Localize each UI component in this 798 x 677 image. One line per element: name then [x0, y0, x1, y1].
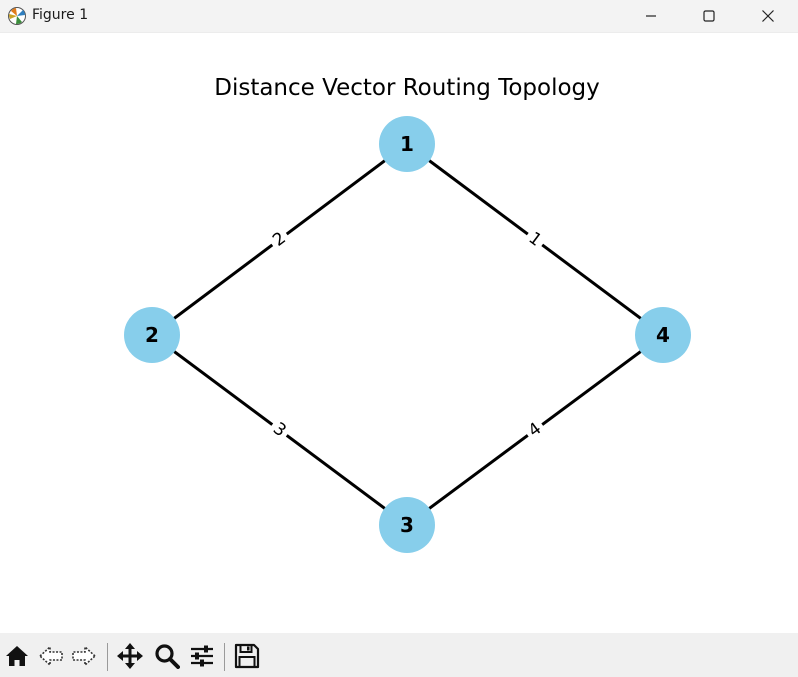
node-3 — [379, 497, 435, 553]
nodes-layer: 1 2 3 4 — [124, 116, 691, 553]
node-1 — [379, 116, 435, 172]
plot-title: Distance Vector Routing Topology — [214, 75, 600, 101]
zoom-magnifier-icon — [155, 644, 180, 669]
back-button[interactable] — [36, 641, 66, 671]
configure-subplots-button[interactable] — [187, 641, 217, 671]
navigation-toolbar — [0, 633, 798, 677]
minimize-button[interactable] — [628, 0, 674, 32]
pan-button[interactable] — [115, 641, 145, 671]
home-icon — [6, 646, 28, 666]
edge-labels-layer: 2 1 3 4 — [265, 225, 549, 445]
forward-button[interactable] — [69, 641, 99, 671]
configure-subplots-icon — [191, 645, 213, 667]
close-button[interactable] — [745, 0, 791, 32]
save-button[interactable] — [232, 641, 262, 671]
home-button[interactable] — [2, 641, 32, 671]
edge-label-background — [265, 415, 294, 445]
matplotlib-logo-icon — [7, 6, 27, 26]
zoom-button[interactable] — [152, 641, 182, 671]
edge-label-background — [265, 225, 294, 254]
node-label-4: 4 — [656, 323, 670, 347]
edge-label-background — [521, 415, 549, 445]
close-icon — [762, 10, 774, 22]
node-label-3: 3 — [400, 513, 414, 537]
node-4 — [635, 307, 691, 363]
back-arrow-icon — [38, 645, 63, 667]
edge-weight-label: 1 — [521, 225, 549, 254]
window-titlebar: Figure 1 — [0, 0, 798, 33]
node-2 — [124, 307, 180, 363]
save-floppy-icon — [234, 643, 260, 669]
edges-layer — [151, 142, 664, 527]
toolbar-separator — [224, 643, 225, 671]
window-title: Figure 1 — [32, 7, 89, 23]
maximize-button[interactable] — [686, 0, 732, 32]
edge-weight-label: 4 — [521, 415, 549, 445]
node-label-1: 1 — [400, 132, 414, 156]
edge-weight-label: 2 — [265, 225, 294, 254]
edge-label-background — [521, 225, 549, 254]
forward-arrow-icon — [72, 645, 97, 667]
minimize-icon — [646, 15, 656, 17]
edge-weight-label: 3 — [265, 415, 294, 445]
maximize-icon — [703, 10, 715, 22]
pan-move-icon — [117, 643, 143, 669]
node-label-2: 2 — [145, 323, 159, 347]
toolbar-separator — [107, 643, 108, 671]
